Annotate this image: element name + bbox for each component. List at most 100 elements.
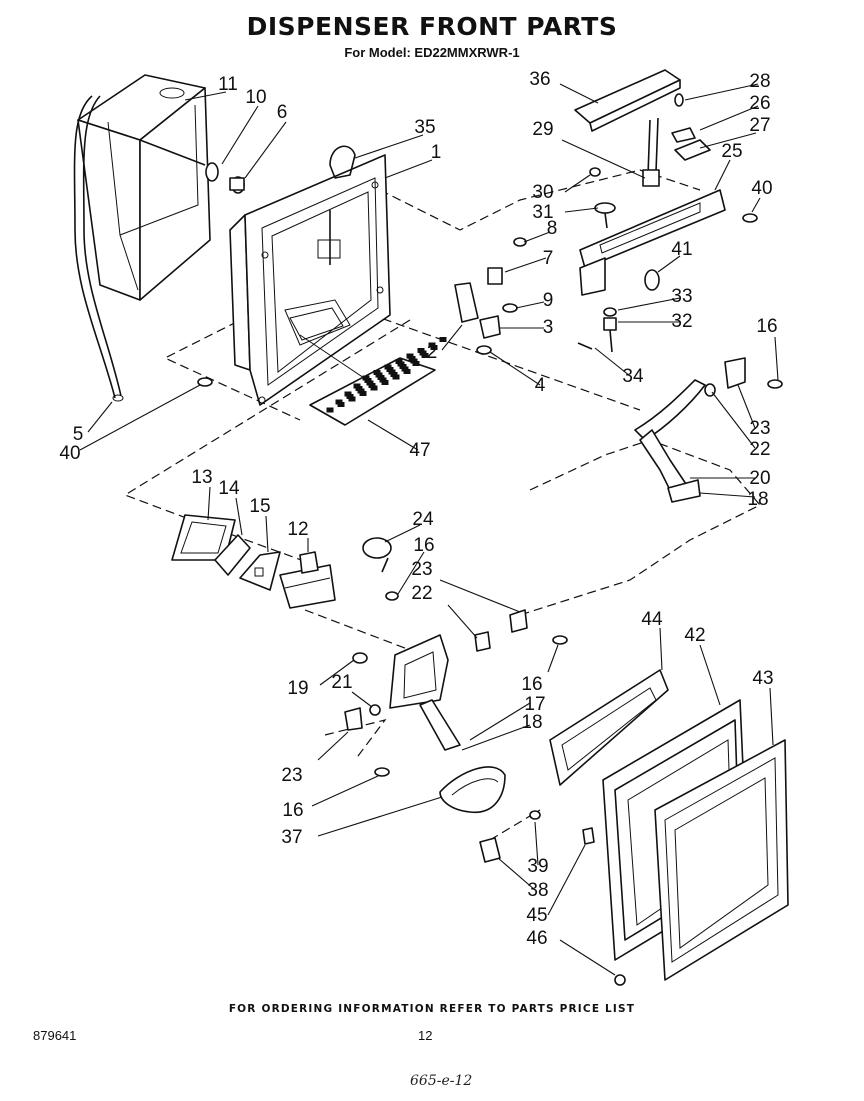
callout-label-32: 32 (671, 311, 692, 332)
callout-label-44: 44 (641, 609, 663, 630)
leader-line-8 (523, 231, 551, 243)
leader-line-34 (594, 347, 631, 377)
callout-label-42: 42 (684, 625, 705, 646)
part-switch-bracket (579, 93, 758, 296)
leader-line-18 (461, 724, 531, 751)
callout-label-15: 15 (249, 496, 270, 517)
callout-label-22: 22 (749, 439, 770, 460)
leader-line-22 (447, 604, 478, 639)
leader-line-40 (79, 384, 201, 451)
callout-label-23: 23 (411, 559, 432, 580)
callout-label-21: 21 (331, 672, 352, 693)
leader-line-17 (469, 702, 531, 741)
part-drip-grille (309, 337, 447, 426)
callout-label-47: 47 (409, 440, 430, 461)
part-center-clips (474, 609, 568, 652)
part-drip-cup (439, 766, 506, 813)
callout-label-8: 8 (547, 218, 558, 239)
callout-label-45: 45 (526, 905, 547, 926)
leader-line-39 (534, 821, 539, 866)
leader-line-2 (441, 324, 463, 351)
callout-label-2: 2 (427, 342, 438, 363)
part-bulb-socket (362, 537, 399, 601)
part-lever-hardware (454, 237, 527, 355)
callout-label-16: 16 (282, 800, 303, 821)
leader-line-11 (184, 91, 227, 101)
leader-line-23 (737, 384, 756, 429)
leader-line-35 (354, 134, 424, 159)
leader-line-14 (235, 497, 243, 536)
leader-line-33 (617, 297, 681, 311)
leader-line-30 (564, 174, 591, 193)
callout-label-25: 25 (721, 141, 742, 162)
leader-line-36 (559, 83, 599, 104)
callout-label-18: 18 (747, 489, 768, 510)
callout-label-24: 24 (412, 509, 434, 530)
callout-label-19: 19 (287, 678, 308, 699)
callout-label-7: 7 (543, 248, 554, 269)
leader-line-18 (699, 492, 756, 498)
part-small-fasteners (479, 810, 626, 986)
leader-line-9 (515, 301, 545, 309)
leader-line-45 (547, 844, 586, 916)
leader-line-16 (547, 644, 559, 673)
leader-line-27 (699, 132, 757, 149)
part-dispenser-housing (229, 145, 391, 406)
callout-label-29: 29 (532, 119, 553, 140)
part-light-lens-set (171, 514, 281, 591)
callout-label-30: 30 (532, 182, 553, 203)
callout-label-4: 4 (535, 375, 546, 396)
callout-label-13: 13 (191, 467, 212, 488)
callout-label-43: 43 (752, 668, 773, 689)
leader-line-21 (351, 691, 373, 708)
leader-line-4 (489, 351, 541, 386)
callout-label-10: 10 (245, 87, 266, 108)
leader-line-41 (657, 255, 681, 273)
leader-line-13 (207, 486, 211, 521)
leader-line-46 (559, 939, 616, 976)
leader-line-24 (384, 524, 421, 543)
leader-line-16 (774, 336, 779, 381)
callout-label-16: 16 (521, 674, 542, 695)
callout-label-16: 16 (756, 316, 777, 337)
leader-line-16 (311, 775, 379, 807)
callout-label-18: 18 (521, 712, 542, 733)
callout-label-28: 28 (749, 71, 770, 92)
document-number: 879641 (33, 1028, 77, 1043)
leader-line-10 (221, 105, 259, 165)
callout-label-31: 31 (532, 202, 553, 223)
callout-label-16: 16 (413, 535, 434, 556)
model-subtitle: For Model: ED22MMXRWR-1 (344, 45, 520, 60)
part-inner-frame (549, 669, 669, 786)
callout-label-22: 22 (411, 583, 432, 604)
ordering-note: FOR ORDERING INFORMATION REFER TO PARTS … (228, 1003, 636, 1015)
callout-label-26: 26 (749, 93, 770, 114)
callout-label-37: 37 (281, 827, 302, 848)
leader-line-23 (439, 579, 521, 613)
part-screws (197, 377, 213, 387)
callout-label-23: 23 (749, 418, 770, 439)
callout-label-34: 34 (622, 366, 644, 387)
callout-label-9: 9 (543, 290, 554, 311)
callout-label-17: 17 (524, 694, 545, 715)
part-light-bracket (279, 551, 336, 609)
leader-line-7 (504, 257, 547, 273)
part-center-lever-arm (344, 634, 461, 777)
callout-label-46: 46 (526, 928, 547, 949)
part-right-lever-arm (634, 357, 783, 503)
callout-label-5: 5 (73, 424, 84, 445)
leader-line-37 (317, 796, 443, 837)
leader-line-42 (699, 644, 721, 706)
leader-line-1 (384, 159, 433, 179)
callout-label-20: 20 (749, 468, 770, 489)
leader-line-28 (684, 83, 759, 101)
leader-line-43 (769, 687, 774, 746)
callout-label-11: 11 (218, 74, 238, 95)
callout-label-6: 6 (277, 102, 288, 123)
callout-label-39: 39 (527, 856, 548, 877)
callout-label-36: 36 (529, 69, 550, 90)
page-number: 12 (418, 1028, 433, 1043)
callout-label-1: 1 (431, 142, 442, 163)
